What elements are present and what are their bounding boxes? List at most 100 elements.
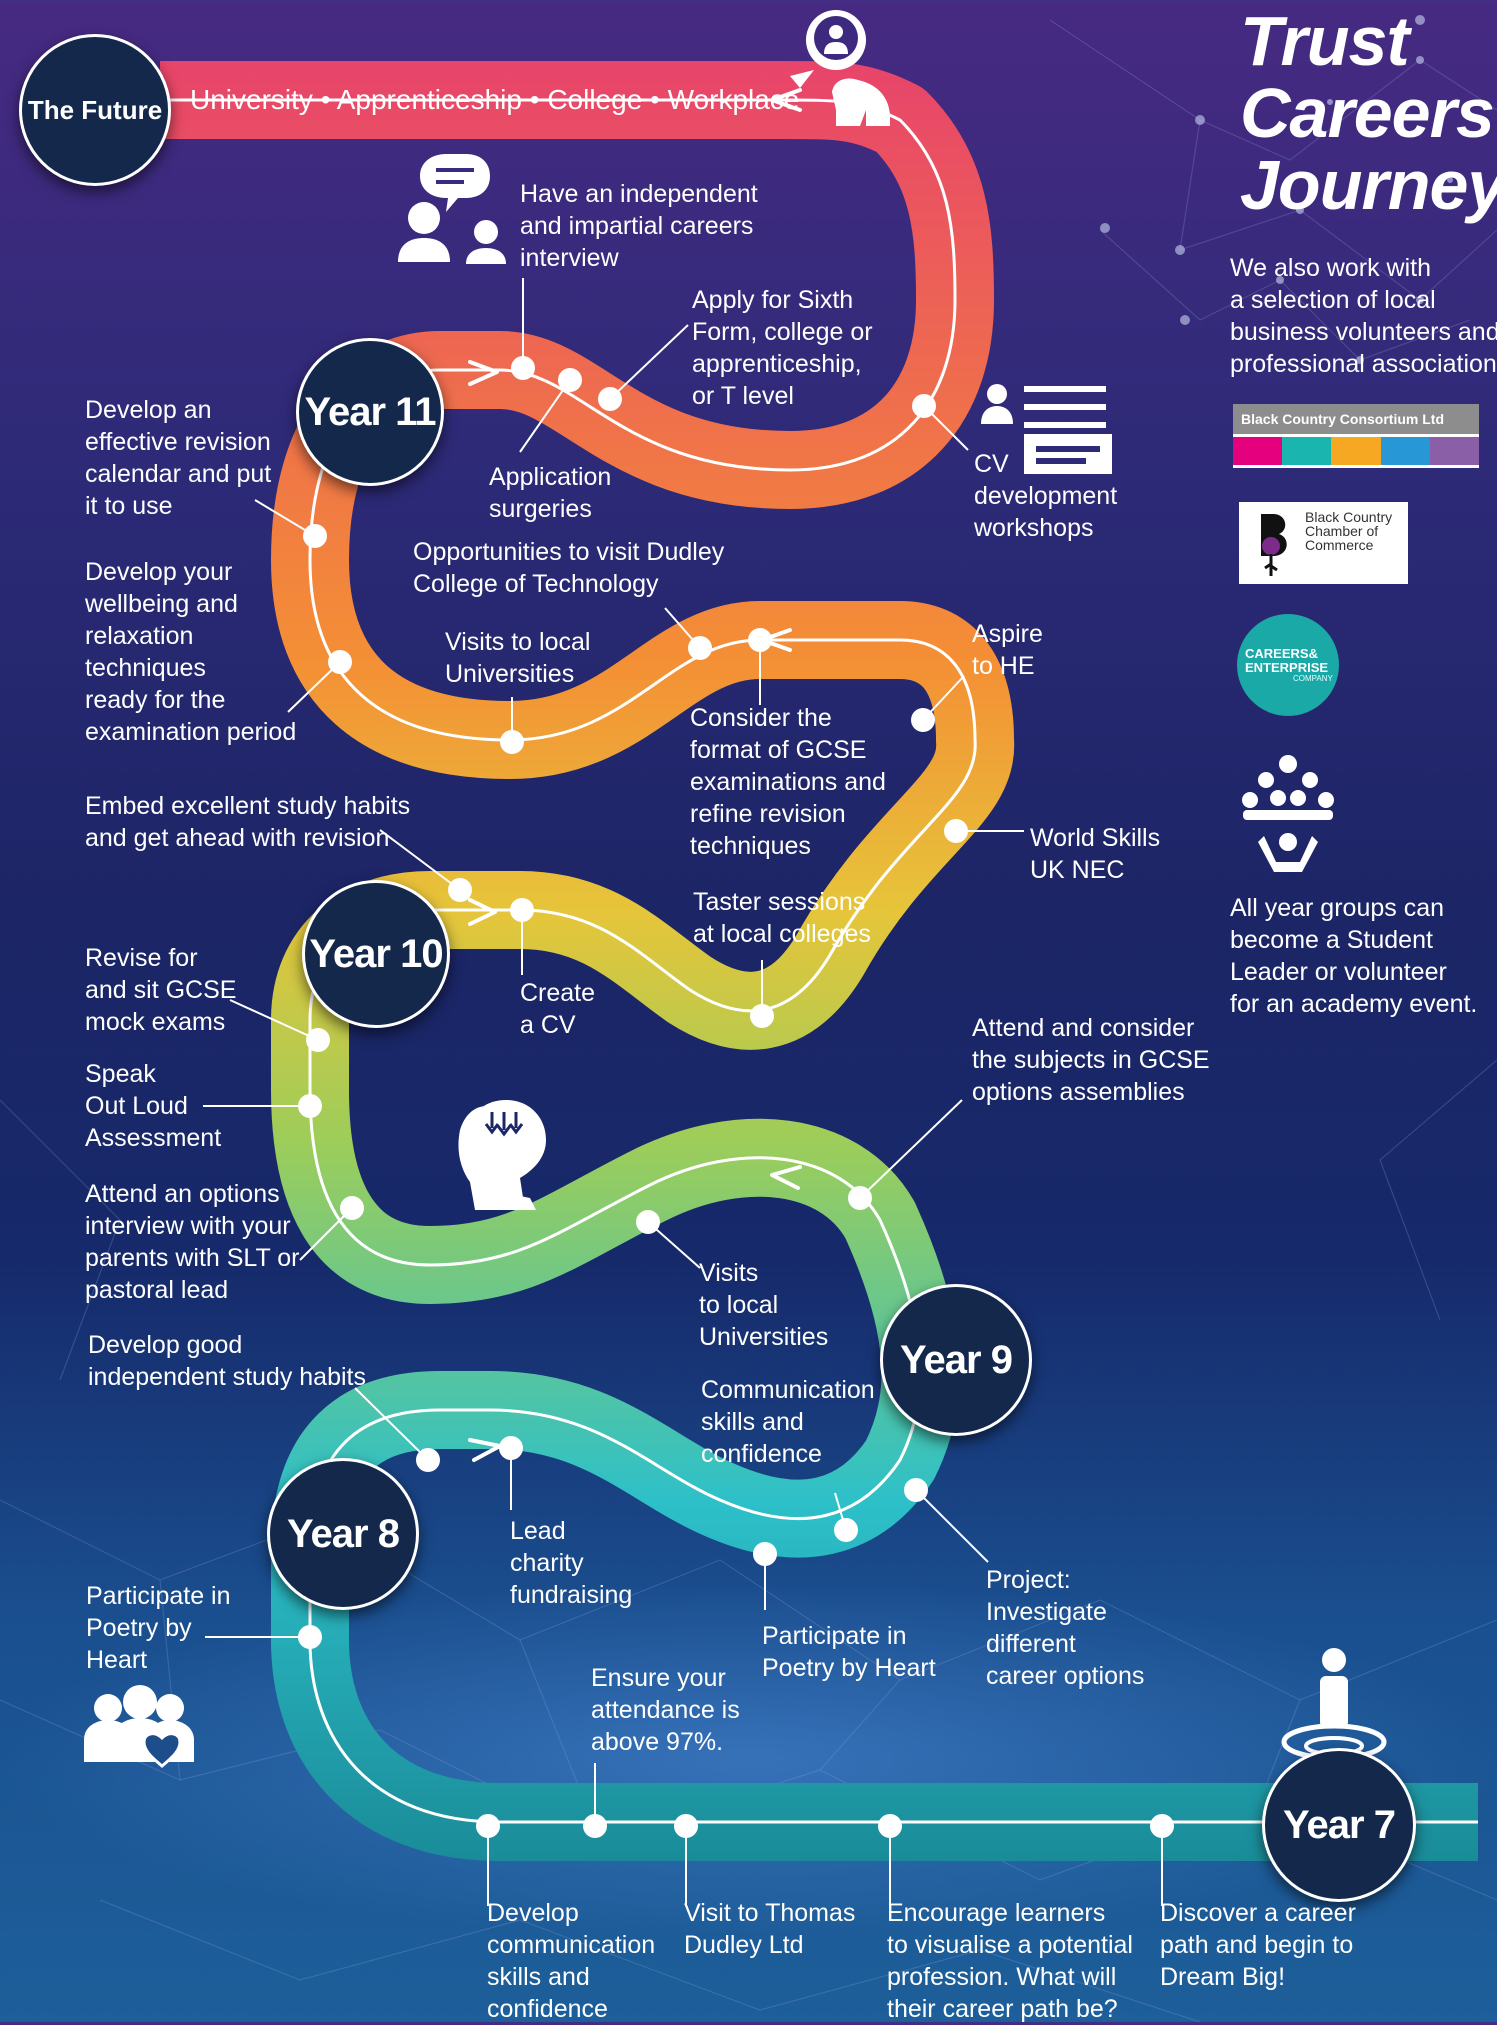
milestone-label-line: Speak bbox=[85, 1060, 156, 1088]
milestone-label-line: Develop good bbox=[88, 1331, 243, 1359]
milestone-label-line: Assessment bbox=[85, 1124, 222, 1152]
logo-bar bbox=[1429, 437, 1480, 465]
milestone-label-line: Dream Big! bbox=[1160, 1963, 1286, 1991]
milestone-label-line: Develop an bbox=[85, 396, 212, 424]
milestone-label-line: career options bbox=[986, 1662, 1145, 1690]
milestone-label-line: effective revision bbox=[85, 428, 271, 456]
year-8-badge: Year 8 bbox=[267, 1458, 419, 1610]
milestone-label-line: above 97%. bbox=[591, 1728, 724, 1756]
head-mind-icon bbox=[458, 1100, 546, 1210]
side-intro-line: We also work with bbox=[1230, 254, 1431, 282]
milestone-label-line: to local bbox=[699, 1291, 779, 1319]
side-intro-line: a selection of local bbox=[1230, 286, 1436, 314]
milestone-label-line: format of GCSE bbox=[690, 736, 867, 764]
milestone-label-line: Universities bbox=[445, 660, 575, 688]
milestone-label-line: Application bbox=[489, 463, 612, 491]
milestone-label-line: at local colleges bbox=[693, 920, 871, 948]
milestone-label-line: wellbeing and bbox=[85, 590, 238, 618]
milestone-label-line: options assemblies bbox=[972, 1078, 1185, 1106]
milestone-label-line: refine revision bbox=[690, 800, 846, 828]
milestone-label-line: different bbox=[986, 1630, 1076, 1658]
milestone-label-line: profession. What will bbox=[887, 1963, 1117, 1991]
logo-bar bbox=[1233, 437, 1283, 465]
milestone-label-line: relaxation bbox=[85, 622, 194, 650]
milestone-label-line: or T level bbox=[692, 382, 794, 410]
logo-name: Black Country Consortium Ltd bbox=[1233, 404, 1479, 434]
milestone-label-line: independent study habits bbox=[88, 1363, 366, 1391]
milestone-label: Encourage learners to visualise a potenti… bbox=[887, 1897, 1133, 2025]
side-intro-line: professional associations. bbox=[1230, 350, 1497, 378]
milestone-label-line: Discover a career bbox=[1160, 1899, 1356, 1927]
year-10-badge: Year 10 bbox=[302, 880, 450, 1028]
logo-bar bbox=[1331, 437, 1381, 465]
milestone-label-line: to HE bbox=[972, 652, 1035, 680]
milestone-label-line: mock exams bbox=[85, 1008, 226, 1036]
title-line-2: Careers bbox=[1240, 74, 1495, 152]
milestone-label-line: Revise for bbox=[85, 944, 198, 972]
milestone-label-line: examination period bbox=[85, 718, 297, 746]
milestone-label-line: Create bbox=[520, 979, 596, 1007]
leader-note-line: All year groups can bbox=[1230, 894, 1445, 922]
milestone-label-line: Lead bbox=[510, 1517, 566, 1545]
network-dots bbox=[1100, 15, 1453, 364]
leader-group-icon bbox=[1242, 755, 1334, 872]
milestone-label-line: Poetry by bbox=[86, 1614, 192, 1642]
milestone-label-line: Out Loud bbox=[85, 1092, 188, 1120]
logo-name: Black Country Chamber of Commerce bbox=[1305, 509, 1393, 553]
milestone-label-line: and sit GCSE bbox=[85, 976, 237, 1004]
milestone-label-line: skills and bbox=[701, 1408, 804, 1436]
milestone-label-line: apprenticeship, bbox=[692, 350, 862, 378]
side-intro: We also work with a selection of local b… bbox=[1230, 252, 1497, 380]
milestone-label-line: Visit to Thomas bbox=[684, 1899, 856, 1927]
milestone-label-line: interview bbox=[520, 244, 619, 272]
careers-enterprise-company-logo: CAREERS& ENTERPRISE COMPANY bbox=[1237, 614, 1339, 716]
logo-bar bbox=[1380, 437, 1430, 465]
milestone-label-line: it to use bbox=[85, 492, 173, 520]
milestone-label-line: and impartial careers bbox=[520, 212, 754, 240]
milestone-label-line: Dudley Ltd bbox=[684, 1931, 804, 1959]
milestone-label-line: Visits bbox=[699, 1259, 759, 1287]
milestone-dots bbox=[298, 356, 1174, 1838]
milestone-label-line: Develop bbox=[487, 1899, 579, 1927]
logo-name: CAREERS& ENTERPRISE bbox=[1245, 646, 1329, 675]
milestone-label: Develop an effective revision calendar and… bbox=[85, 394, 271, 522]
milestone-label-line: their career path be? bbox=[887, 1995, 1118, 2023]
milestone-label-line: Opportunities to visit Dudley bbox=[413, 538, 725, 566]
milestone-label-line: Universities bbox=[699, 1323, 829, 1351]
milestone-label-line: surgeries bbox=[489, 495, 592, 523]
milestone-label: Application surgeries bbox=[489, 461, 611, 525]
logo-subname: COMPANY bbox=[1293, 674, 1333, 683]
milestone-label-line: Heart bbox=[86, 1646, 148, 1674]
milestone-label-line: calendar and put bbox=[85, 460, 272, 488]
milestone-label: Revise for and sit GCSE mock exams bbox=[85, 942, 236, 1038]
milestone-label: Communication skills and confidence bbox=[701, 1374, 875, 1470]
road-centerline bbox=[160, 98, 1478, 1824]
side-intro-line: business volunteers and bbox=[1230, 318, 1497, 346]
milestone-label-line: World Skills bbox=[1030, 824, 1161, 852]
milestone-label-line: confidence bbox=[487, 1995, 608, 2023]
milestone-label-line: Ensure your bbox=[591, 1664, 726, 1692]
milestone-label-line: and get ahead with revision bbox=[85, 824, 390, 852]
milestone-label-line: confidence bbox=[701, 1440, 822, 1468]
milestone-label-line: Communication bbox=[701, 1376, 875, 1404]
milestone-label-line: to visualise a potential bbox=[887, 1931, 1133, 1959]
milestone-label-line: workshops bbox=[974, 514, 1094, 542]
year-9-badge: Year 9 bbox=[880, 1284, 1032, 1436]
milestone-label-line: examinations and bbox=[690, 768, 886, 796]
milestone-label-line: Encourage learners bbox=[887, 1899, 1106, 1927]
milestone-label-line: fundraising bbox=[510, 1581, 633, 1609]
milestone-label-line: Develop your bbox=[85, 558, 233, 586]
